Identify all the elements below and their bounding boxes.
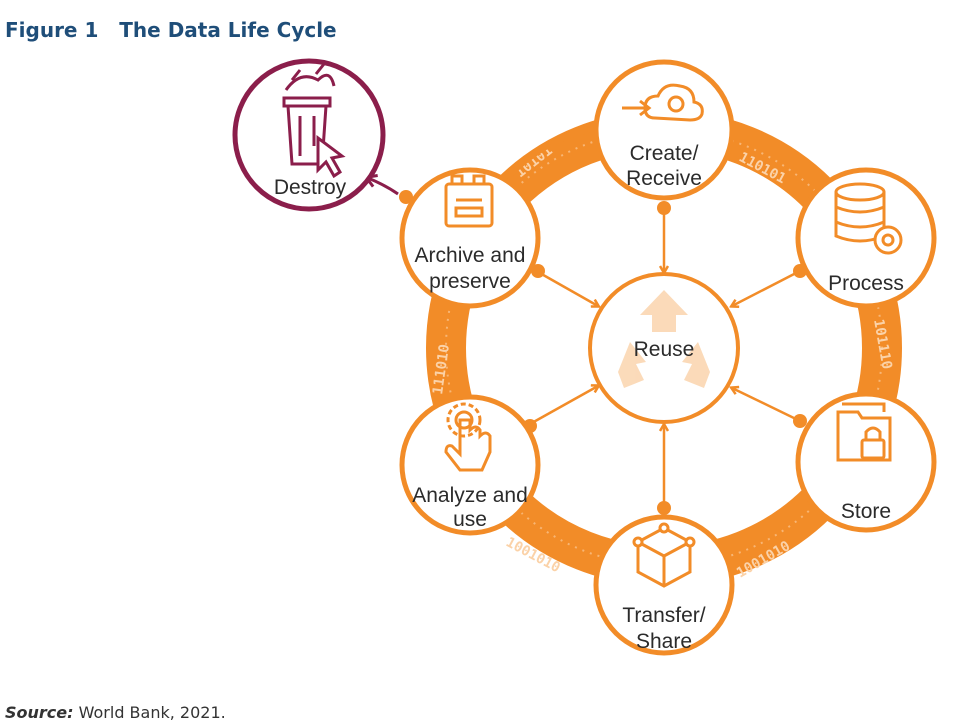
store-node: Store — [795, 391, 937, 533]
database-gear-icon — [834, 182, 903, 255]
flow-arrow — [497, 130, 590, 187]
source-label: Source: — [5, 703, 74, 722]
archive-label-line2: preserve — [429, 270, 511, 293]
analyze-label-line1: Analyze and — [412, 484, 528, 507]
create-receive-node: Create/ Receive — [593, 59, 735, 201]
destroy-label: Destroy — [274, 176, 347, 199]
analyze-use-node: Analyze and use — [399, 394, 541, 536]
transfer-label-line1: Transfer/ — [622, 604, 705, 627]
store-label: Store — [841, 500, 891, 523]
destroy-node: Destroy — [232, 58, 386, 212]
data-life-cycle-diagram: 10101 110101 101110 1001010 1001010 1110… — [232, 58, 937, 656]
create-label-line2: Receive — [626, 167, 702, 190]
spoke-dots — [399, 190, 807, 515]
cloud-upload-icon — [622, 83, 704, 122]
figure-title-text: The Data Life Cycle — [119, 18, 337, 42]
transfer-share-node: Transfer/ Share — [593, 514, 735, 656]
spokes — [529, 208, 799, 508]
transfer-label-line2: Share — [636, 630, 692, 653]
recycle-icon — [618, 290, 710, 388]
trash-bin-icon — [282, 63, 346, 179]
reuse-node: Reuse — [588, 272, 740, 424]
gear-hand-icon — [444, 402, 492, 472]
create-label-line1: Create/ — [630, 142, 699, 165]
reuse-label: Reuse — [634, 338, 695, 361]
destroy-arrow — [363, 174, 399, 196]
archive-box-icon — [444, 174, 494, 228]
figure-title: Figure 1 The Data Life Cycle — [5, 18, 337, 42]
cube-network-icon — [632, 522, 696, 588]
figure-number: Figure 1 — [5, 18, 99, 42]
archive-label-line1: Archive and — [415, 244, 526, 267]
source-line: Source: World Bank, 2021. — [5, 703, 226, 722]
analyze-label-line2: use — [453, 508, 487, 531]
ring-binary-6: 111010 — [430, 343, 453, 395]
archive-preserve-node: Archive and preserve — [399, 167, 541, 309]
source-text: World Bank, 2021. — [73, 703, 226, 722]
process-node: Process — [795, 167, 937, 309]
process-label: Process — [828, 272, 904, 295]
folder-lock-icon — [836, 402, 892, 462]
